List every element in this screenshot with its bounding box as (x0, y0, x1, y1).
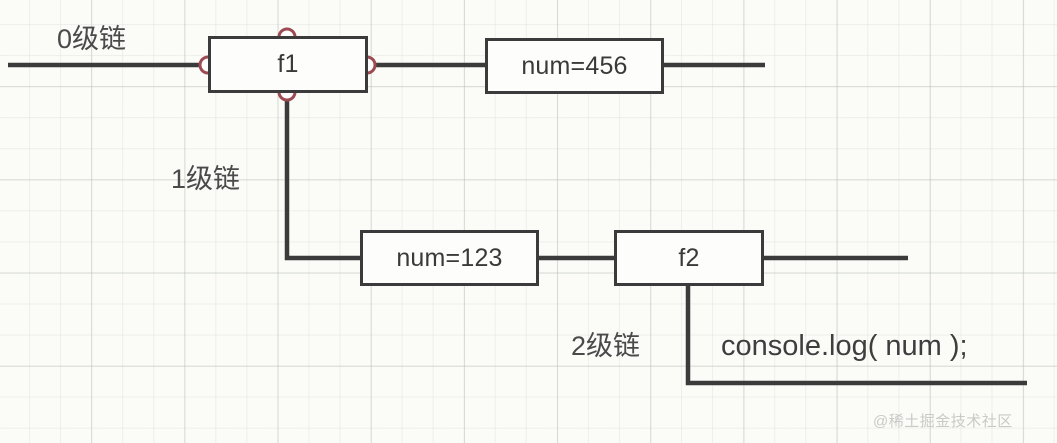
node-f2-label: f2 (678, 243, 700, 272)
node-num123[interactable]: num=123 (360, 230, 539, 286)
label-console-log-statement: console.log( num ); (721, 330, 968, 362)
node-f1[interactable]: f1 (208, 36, 368, 93)
label-chain-level-1: 1级链 (171, 164, 241, 194)
node-num456-label: num=456 (521, 51, 628, 80)
label-chain-level-0: 0级链 (57, 24, 127, 54)
label-chain-level-2: 2级链 (571, 331, 641, 361)
wire-chain1-f1-to-num123 (284, 92, 360, 261)
watermark: @稀土掘金技术社区 (873, 413, 1013, 430)
node-f2[interactable]: f2 (614, 230, 764, 286)
node-num456[interactable]: num=456 (485, 38, 664, 94)
node-f1-label: f1 (277, 50, 299, 78)
wire-chain2-f2-bottom (685, 286, 1027, 386)
node-num123-label: num=123 (396, 243, 503, 272)
